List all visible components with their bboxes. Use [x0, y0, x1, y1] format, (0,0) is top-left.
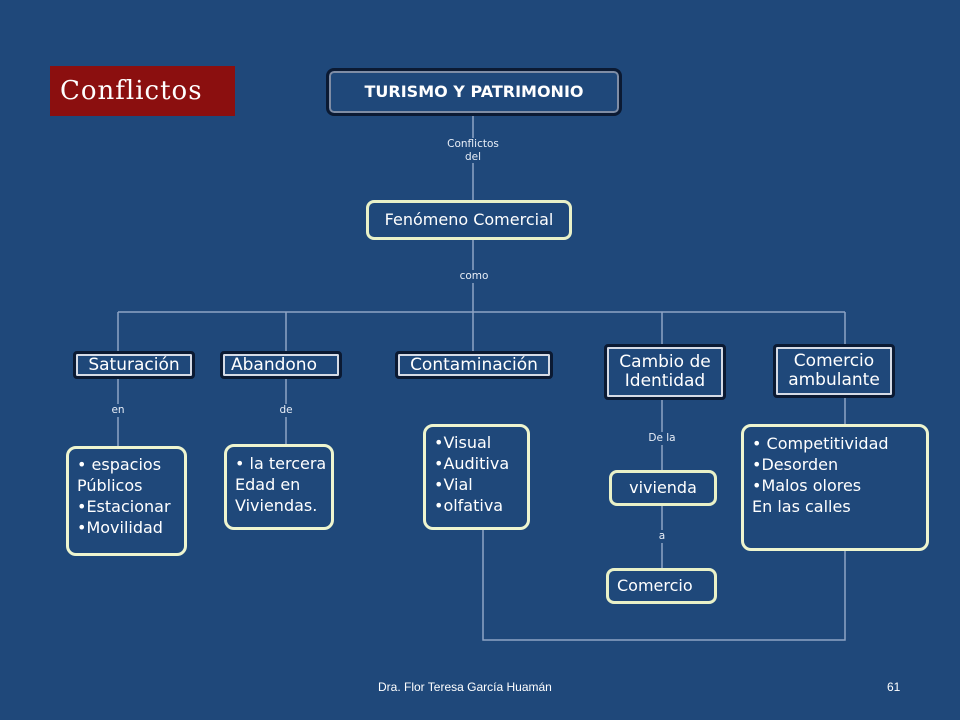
list-abandono: • la tercera Edad en Viviendas.: [224, 444, 334, 530]
list-saturacion: • espacios Públicos •Estacionar •Movilid…: [66, 446, 187, 556]
list-item: • espacios: [77, 455, 162, 474]
list-contaminacion: •Visual •Auditiva •Vial •olfativa: [423, 424, 530, 530]
connector-label-identidad: De la: [638, 432, 686, 445]
category-contaminacion: Contaminación: [395, 351, 553, 379]
footer-author: Dra. Flor Teresa García Huamán: [378, 680, 552, 694]
mid-node: Fenómeno Comercial: [366, 200, 572, 240]
connector-label-saturacion: en: [102, 404, 134, 417]
page-number: 61: [887, 680, 901, 694]
list-item: •Visual: [434, 433, 492, 452]
list-item: Públicos: [77, 476, 143, 496]
list-comercio-ambulante: • Competitividad •Desorden •Malos olores…: [741, 424, 929, 551]
connector-label-root: Conflictos del: [436, 138, 510, 164]
list-item: • la tercera: [235, 454, 327, 473]
line-return-loop: [482, 530, 846, 641]
category-saturacion: Saturación: [73, 351, 195, 379]
node-comercio: Comercio: [606, 568, 717, 604]
list-item: •Movilidad: [77, 518, 163, 538]
root-node: TURISMO Y PATRIMONIO: [326, 68, 622, 116]
section-badge: Conflictos: [50, 66, 235, 116]
node-vivienda: vivienda: [609, 470, 717, 506]
connector-label-mid: como: [452, 270, 496, 283]
list-item: •Auditiva: [434, 454, 510, 474]
list-item: • Competitividad: [752, 434, 889, 453]
list-item: Viviendas.: [235, 496, 318, 516]
list-item: •Vial: [434, 475, 473, 495]
category-abandono: Abandono: [220, 351, 342, 379]
list-item: Edad en: [235, 475, 301, 495]
connector-label-vivienda: a: [650, 530, 674, 543]
category-cambio-identidad: Cambio de Identidad: [604, 344, 726, 400]
list-item: •Estacionar: [77, 497, 171, 517]
list-item: •olfativa: [434, 496, 504, 516]
category-comercio-ambulante: Comercio ambulante: [773, 344, 895, 398]
list-item: En las calles: [752, 497, 851, 517]
list-item: •Malos olores: [752, 476, 862, 496]
list-item: •Desorden: [752, 455, 839, 475]
connector-label-abandono: de: [270, 404, 302, 417]
